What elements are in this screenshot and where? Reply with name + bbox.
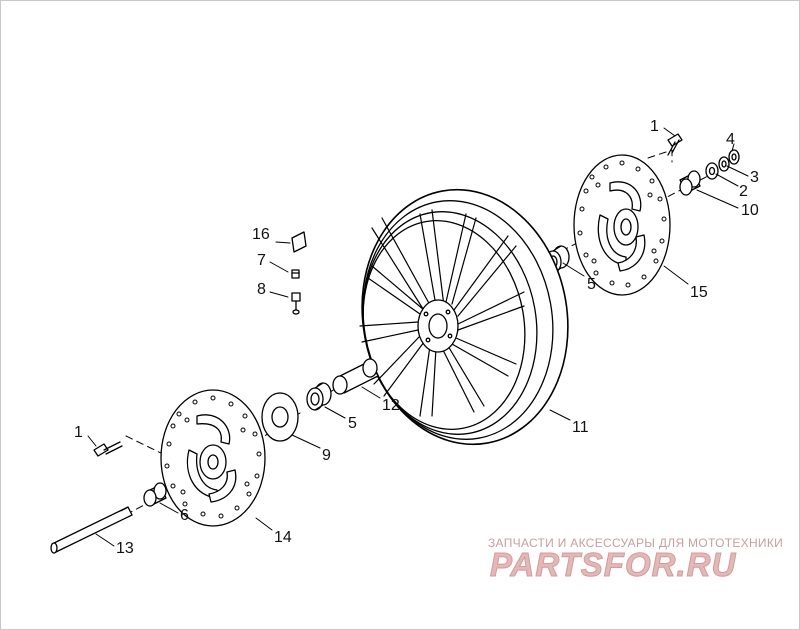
washer-3	[718, 156, 730, 172]
axle	[50, 506, 133, 554]
bearing-left	[306, 382, 332, 411]
leader-lines	[87, 127, 749, 547]
callout-6: 6	[180, 507, 189, 524]
callout-9: 9	[322, 447, 331, 464]
callout-2: 2	[739, 183, 748, 200]
callout-8: 8	[257, 281, 266, 298]
spacer-right	[679, 170, 701, 196]
callout-4: 4	[726, 131, 735, 148]
callout-10: 10	[741, 202, 759, 219]
brake-disc-left	[160, 389, 266, 527]
watermark-logo: PARTSFOR.RU	[489, 546, 737, 584]
callout-14: 14	[274, 529, 292, 546]
label-tag	[291, 231, 307, 253]
callout-16: 16	[252, 226, 270, 243]
callout-3: 3	[750, 169, 759, 186]
callout-13: 13	[116, 540, 134, 557]
callout-5-top: 5	[587, 276, 596, 293]
disc-holes	[164, 395, 262, 519]
washer-2	[705, 162, 719, 180]
callout-1-top: 1	[650, 118, 659, 135]
spacer-left	[143, 482, 167, 507]
callout-7: 7	[257, 252, 266, 269]
valve-stem	[291, 292, 301, 315]
watermark-tagline: ЗАПЧАСТИ И АКСЕССУАРЫ ДЛЯ МОТОТЕХНИКИ	[488, 536, 784, 550]
bolt-left	[93, 441, 123, 457]
callout-11: 11	[572, 419, 589, 436]
valve-cap	[291, 269, 300, 279]
spacer-plate	[261, 392, 299, 442]
disc-holes	[577, 160, 667, 288]
callout-1-left: 1	[74, 424, 83, 441]
callout-15: 15	[690, 284, 708, 301]
bolt-top-right	[667, 133, 683, 156]
wheel-spokes	[359, 209, 525, 417]
wheel	[359, 188, 569, 446]
axle-spacer	[332, 358, 379, 395]
callout-12: 12	[382, 397, 400, 414]
nut	[728, 149, 740, 165]
brake-disc-right	[573, 154, 671, 296]
callout-5-mid: 5	[348, 415, 357, 432]
